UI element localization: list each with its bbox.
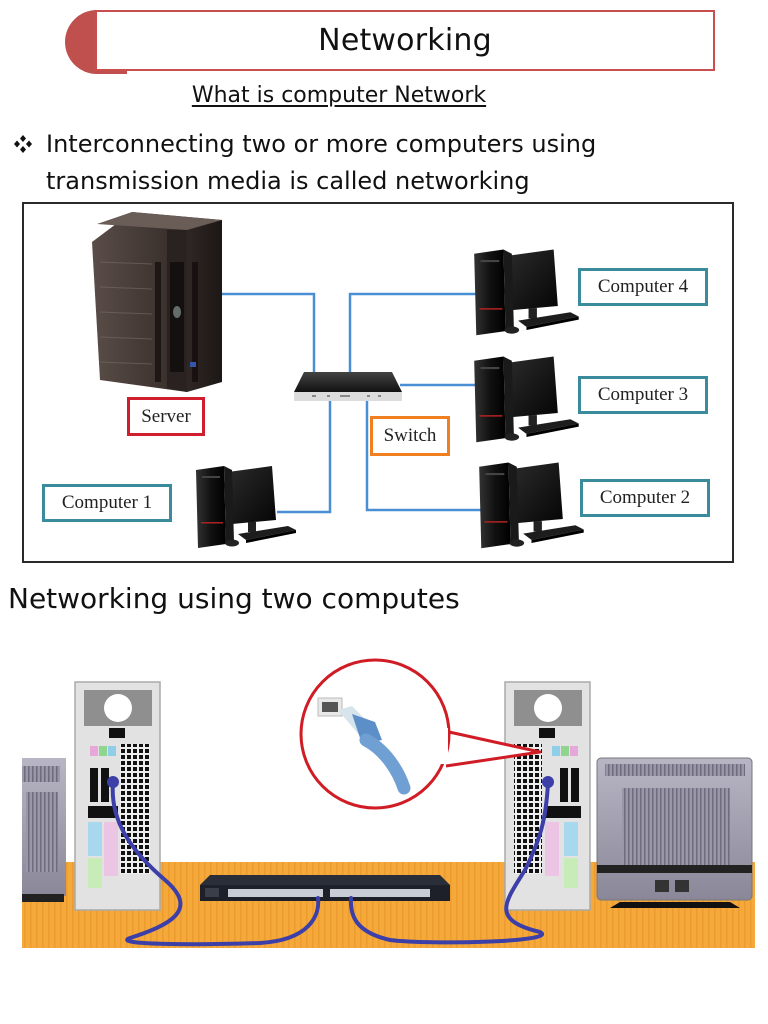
section-heading: Networking using two computes [8, 582, 460, 615]
two-computer-network-illustration [22, 658, 755, 948]
computer-3-icon [474, 356, 579, 443]
server-tower-icon [92, 212, 222, 392]
computer-3-label: Computer 3 [578, 376, 708, 414]
cable-right [348, 781, 550, 945]
rj45-connector-icon [317, 697, 411, 795]
cable-left [110, 781, 321, 947]
computer-4-icon [474, 249, 579, 336]
diamond-bullet-icon [14, 135, 32, 153]
definition-bullet: Interconnecting two or more computers us… [10, 126, 750, 200]
left-monitor-icon [22, 758, 66, 902]
page-title: Networking [318, 23, 492, 58]
computer-4-label: Computer 4 [578, 268, 708, 306]
subtitle-text: What is computer Network [191, 83, 487, 108]
ethernet-cable-callout [299, 658, 542, 810]
right-monitor-icon [596, 757, 753, 908]
bullet-line-2: transmission media is called networking [46, 167, 530, 195]
switch-label: Switch [370, 416, 450, 456]
computer-1-label: Computer 1 [42, 484, 172, 522]
rack-switch-icon [200, 875, 450, 901]
left-pc-tower-icon [74, 681, 161, 911]
ethernet-cables [107, 776, 554, 947]
link-switch-computer4 [348, 292, 477, 374]
link-switch-computer1 [277, 397, 332, 514]
link-switch-computer2 [365, 397, 482, 512]
computer-2-label: Computer 2 [580, 479, 710, 517]
computer-2-icon [479, 462, 584, 549]
computer-1-icon [196, 466, 296, 548]
network-diagram [92, 212, 584, 549]
subtitle: What is computer Network [0, 83, 768, 108]
server-label: Server [127, 397, 205, 436]
link-server-switch [222, 292, 316, 374]
network-switch-icon [294, 372, 402, 401]
bullet-line-1: Interconnecting two or more computers us… [46, 130, 597, 158]
network-links [222, 292, 482, 514]
title-banner: Networking [95, 10, 715, 71]
